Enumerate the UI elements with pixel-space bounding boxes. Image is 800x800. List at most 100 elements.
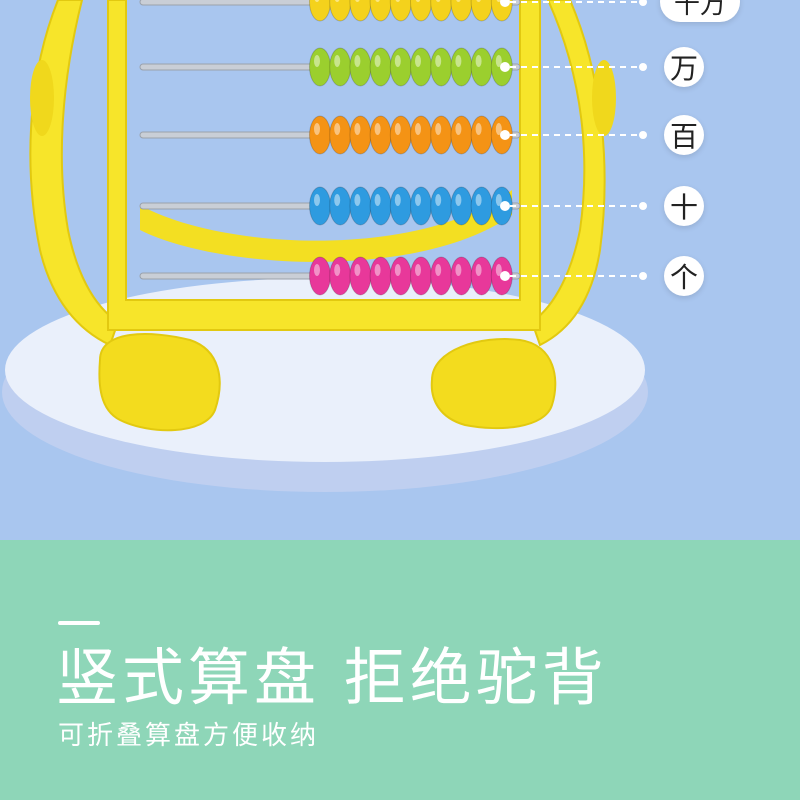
bead-highlight (495, 123, 502, 135)
guide-dot-end (639, 131, 647, 139)
bead-highlight (334, 123, 341, 135)
guide-dot-start (500, 130, 510, 140)
bead-highlight (495, 194, 502, 206)
abacus-bead (450, 256, 473, 296)
abacus-bead (369, 186, 392, 226)
frame-right-knob (592, 60, 616, 136)
bead-highlight (394, 55, 401, 67)
bead-highlight (314, 55, 320, 67)
bead-highlight (314, 264, 320, 276)
abacus-bead (309, 186, 331, 226)
abacus-bead (369, 47, 392, 87)
bead-highlight (455, 264, 462, 276)
guide-dot-start (500, 0, 510, 7)
frame-right-foot (430, 338, 557, 430)
abacus-bead (470, 186, 493, 226)
bead-highlight (374, 264, 381, 276)
bead-highlight (314, 194, 320, 206)
bead-highlight (456, 0, 461, 2)
abacus-bead (450, 186, 473, 226)
bead-highlight (475, 194, 482, 206)
bead-highlight (415, 194, 421, 206)
bead-highlight (334, 0, 340, 2)
bead-highlight (374, 55, 381, 67)
bead-highlight (495, 55, 502, 67)
abacus-bead (430, 256, 453, 296)
abacus-bead (430, 186, 453, 226)
bead-highlight (354, 55, 361, 67)
abacus-bead (309, 47, 331, 87)
abacus-bead (389, 47, 412, 87)
abacus-bead (309, 256, 331, 296)
frame-back-panel (140, 190, 512, 262)
place-value-label: 百 (664, 115, 704, 155)
abacus-bead (410, 47, 432, 87)
abacus-bead (329, 186, 352, 226)
guide-dot-end (639, 202, 647, 210)
bead-highlight (415, 0, 421, 2)
bead-highlight (334, 194, 341, 206)
abacus-bead (329, 47, 352, 87)
abacus-bead (430, 115, 453, 155)
bead-highlight (475, 264, 482, 276)
frame-left-knob (30, 60, 54, 136)
headline: 竖式算盘 拒绝驼背 (56, 641, 608, 714)
bead-highlight (435, 55, 442, 67)
abacus-bead (410, 186, 432, 226)
place-value-label: 个 (664, 256, 704, 296)
abacus-bead (369, 115, 392, 155)
abacus-bead (349, 256, 372, 296)
abacus-bead (470, 115, 493, 155)
bead-highlight (435, 0, 441, 2)
bead-highlight (496, 0, 502, 2)
bead-highlight (354, 194, 361, 206)
subline: 可折叠算盘方便收纳 (58, 721, 320, 751)
abacus-bead (410, 256, 432, 296)
abacus-bead (389, 115, 412, 155)
bead-highlight (354, 123, 361, 135)
abacus-bead (470, 256, 493, 296)
title-dash (58, 621, 100, 625)
guide-dot-end (639, 0, 647, 6)
guide-dot-start (500, 271, 510, 281)
frame-right-arm (530, 0, 606, 347)
bead-highlight (394, 194, 401, 206)
place-value-label: 十 (664, 186, 704, 226)
abacus-bead (410, 115, 432, 155)
bead-highlight (395, 0, 401, 2)
abacus-bead (349, 186, 372, 226)
bead-highlight (435, 123, 442, 135)
abacus-bead (450, 115, 473, 155)
abacus-rows (139, 0, 521, 296)
bead-highlight (415, 123, 421, 135)
bead-highlight (374, 194, 381, 206)
abacus-bead (329, 256, 352, 296)
bead-highlight (455, 123, 462, 135)
guide-dot-start (500, 201, 510, 211)
bead-highlight (495, 264, 502, 276)
caption-panel (0, 540, 800, 800)
abacus-bead (430, 47, 453, 87)
bead-highlight (415, 55, 421, 67)
abacus-bead (369, 256, 392, 296)
bead-highlight (355, 0, 360, 2)
bead-highlight (314, 123, 320, 135)
place-value-label: 千万 (660, 0, 740, 22)
bead-highlight (476, 0, 481, 2)
abacus-bead (309, 115, 331, 155)
bead-highlight (455, 55, 462, 67)
abacus-bead (349, 47, 372, 87)
guide-dot-end (639, 272, 647, 280)
frame-inner (107, 0, 541, 331)
bead-highlight (334, 55, 341, 67)
abacus-bead (329, 115, 352, 155)
guide-dot-start (500, 62, 510, 72)
place-value-label: 万 (664, 47, 704, 87)
abacus-bead (389, 256, 412, 296)
bead-highlight (455, 194, 462, 206)
abacus-bead (349, 115, 372, 155)
guide-dot-end (639, 63, 647, 71)
bead-highlight (435, 194, 442, 206)
abacus-bead (470, 47, 493, 87)
bead-highlight (394, 264, 401, 276)
